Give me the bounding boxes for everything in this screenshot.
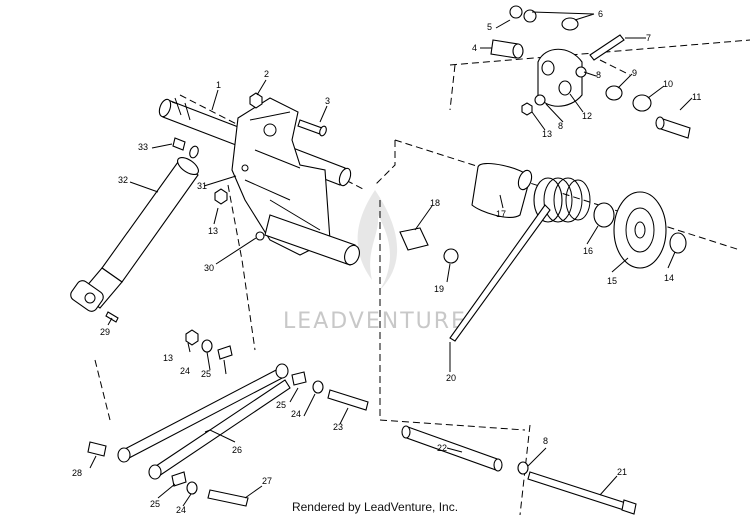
callout-2: 2 bbox=[264, 69, 269, 79]
callout-1: 1 bbox=[216, 80, 221, 90]
callout-13c: 13 bbox=[208, 226, 218, 236]
lower-link-assembly bbox=[87, 329, 637, 515]
callout-4: 4 bbox=[472, 43, 477, 53]
callout-28: 28 bbox=[72, 468, 82, 478]
callout-29: 29 bbox=[100, 327, 110, 337]
callout-8: 8 bbox=[596, 70, 601, 80]
callout-30: 30 bbox=[204, 263, 214, 273]
callout-7: 7 bbox=[646, 33, 651, 43]
cross-tube bbox=[264, 214, 360, 266]
callout-8b: 8 bbox=[558, 121, 563, 131]
render-credit: Rendered by LeadVenture, Inc. bbox=[291, 500, 459, 514]
callout-11: 11 bbox=[692, 92, 701, 102]
callout-13b: 13 bbox=[163, 353, 173, 363]
callout-9: 9 bbox=[632, 68, 637, 78]
callout-25a: 25 bbox=[276, 400, 286, 410]
leader-lines bbox=[89, 11, 693, 507]
callout-20: 20 bbox=[446, 373, 456, 383]
shock-absorber bbox=[70, 156, 199, 312]
callout-16: 16 bbox=[583, 246, 593, 256]
callout-21: 21 bbox=[617, 467, 627, 477]
callout-26: 26 bbox=[232, 445, 242, 455]
callout-labels: 1 2 3 4 5 6 7 8 9 10 11 12 13 8 14 15 16… bbox=[72, 9, 701, 515]
callout-12: 12 bbox=[582, 111, 592, 121]
callout-18: 18 bbox=[430, 198, 440, 208]
callout-19: 19 bbox=[434, 284, 444, 294]
small-hardware bbox=[105, 92, 327, 323]
callout-23: 23 bbox=[333, 422, 343, 432]
callout-6: 6 bbox=[598, 9, 603, 19]
callout-24a: 24 bbox=[291, 409, 301, 419]
callout-25b: 25 bbox=[150, 499, 160, 509]
callout-5: 5 bbox=[487, 22, 492, 32]
callout-17: 17 bbox=[496, 209, 506, 219]
wheel-spring-assembly bbox=[399, 163, 687, 342]
callout-14: 14 bbox=[664, 273, 674, 283]
callout-13: 13 bbox=[542, 129, 552, 139]
callout-3: 3 bbox=[325, 96, 330, 106]
pivot-bracket bbox=[231, 97, 331, 256]
callout-24b: 24 bbox=[176, 505, 186, 515]
callout-10: 10 bbox=[663, 79, 673, 89]
watermark-text: LEADVENTURE bbox=[283, 309, 467, 334]
callout-27: 27 bbox=[262, 476, 272, 486]
callout-24c: 24 bbox=[180, 366, 190, 376]
callout-22: 22 bbox=[437, 443, 447, 453]
watermark-logo bbox=[357, 190, 398, 290]
callout-15: 15 bbox=[607, 276, 617, 286]
callout-32: 32 bbox=[118, 175, 128, 185]
callout-25c: 25 bbox=[201, 369, 211, 379]
idler-arm-assembly bbox=[490, 5, 691, 139]
callout-31: 31 bbox=[197, 181, 207, 191]
callout-8c: 8 bbox=[543, 436, 548, 446]
callout-33: 33 bbox=[138, 142, 148, 152]
